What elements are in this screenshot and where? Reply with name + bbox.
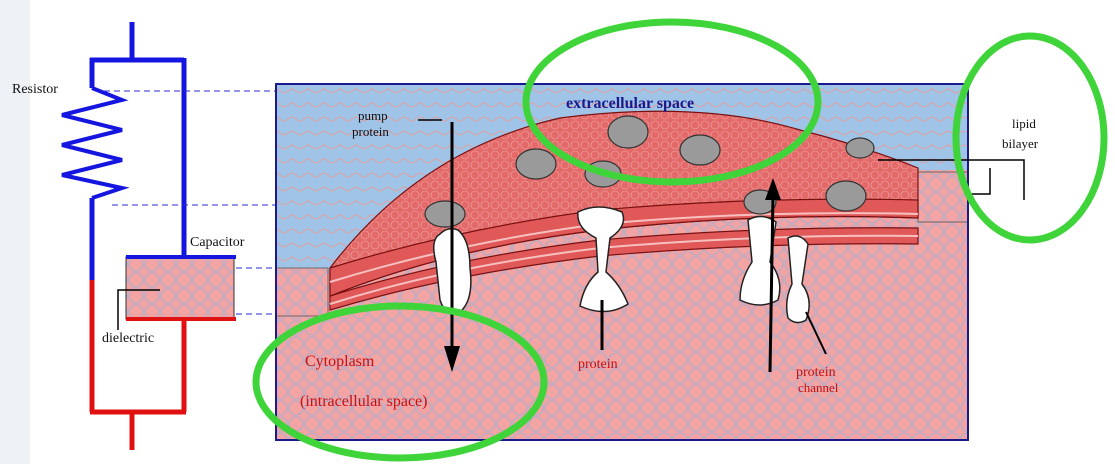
cytoplasm-label-line2: (intracellular space): [300, 393, 427, 410]
channel-label-line2: channel: [798, 380, 839, 395]
equivalent-circuit: Resistor Capacitor dielectric: [12, 22, 245, 450]
surface-protein: [826, 181, 866, 211]
membrane-panel: extracellular space pump protein lipid b…: [276, 84, 1039, 440]
surface-protein: [846, 138, 874, 158]
resistor-label: Resistor: [12, 82, 58, 97]
cytoplasm-label-line1: Cytoplasm: [305, 353, 375, 370]
protein-label: protein: [578, 357, 618, 372]
lipid-block-left: [276, 268, 328, 316]
dielectric-label: dielectric: [102, 331, 154, 346]
pump-label-line1: pump: [358, 108, 388, 123]
surface-protein: [516, 149, 556, 179]
lipid-bracket: [968, 168, 990, 194]
extracellular-label: extracellular space: [566, 95, 694, 112]
background-strip: [0, 0, 30, 464]
pump-label-line2: protein: [352, 124, 389, 139]
channel-label-line1: protein: [796, 365, 836, 380]
lipid-label-line2: bilayer: [1002, 136, 1039, 151]
surface-protein: [425, 201, 465, 227]
capacitor-label: Capacitor: [190, 235, 245, 250]
surface-protein: [680, 135, 720, 165]
lipid-label-line1: lipid: [1012, 116, 1036, 131]
surface-protein: [608, 116, 648, 148]
dielectric-block: [126, 257, 234, 319]
resistor-symbol: [62, 88, 122, 198]
